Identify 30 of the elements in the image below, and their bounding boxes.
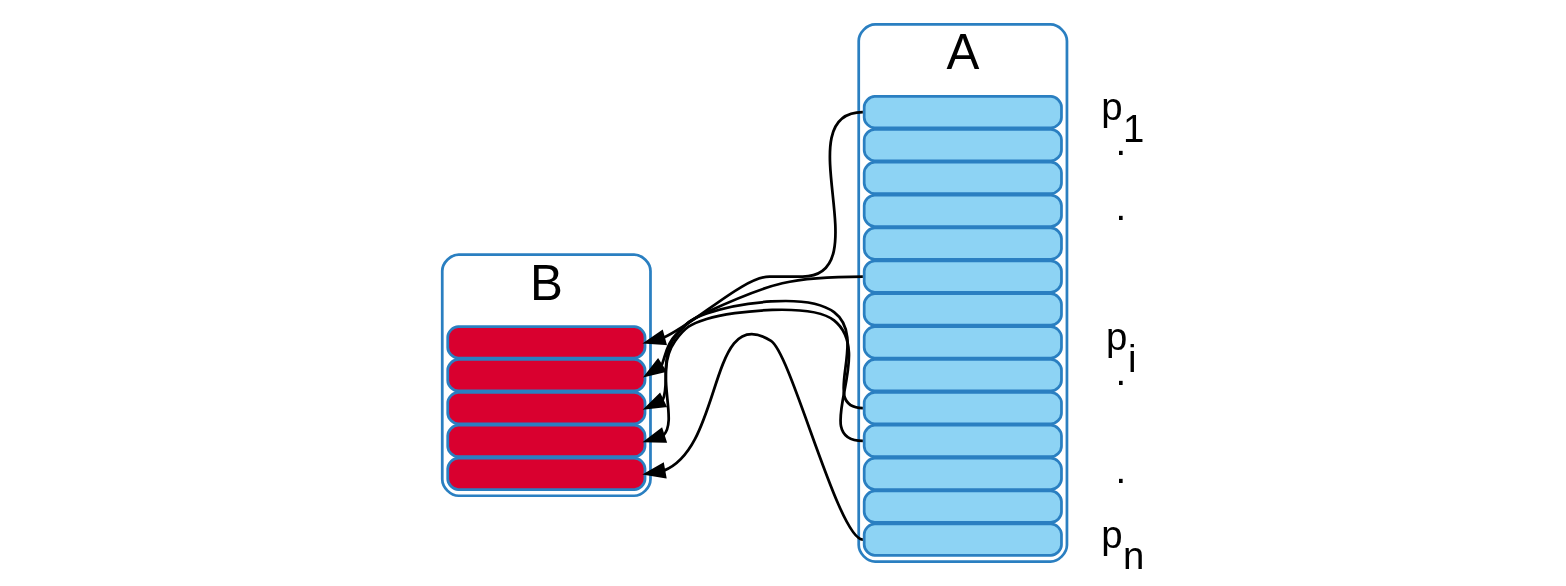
arrow xyxy=(642,308,864,443)
node-label: . xyxy=(1115,349,1127,393)
node-box xyxy=(862,226,1063,261)
node-box xyxy=(862,259,1063,294)
node-box xyxy=(446,358,647,393)
node-box xyxy=(862,127,1063,163)
node-box xyxy=(862,160,1063,196)
node-box xyxy=(862,390,1063,426)
node-box xyxy=(862,423,1063,459)
node-box xyxy=(446,325,647,360)
arrow xyxy=(642,333,864,541)
node-label: . xyxy=(1115,185,1127,229)
arrow xyxy=(642,275,863,378)
node-box xyxy=(862,489,1063,524)
cluster: B xyxy=(440,253,652,498)
node-label: . xyxy=(1115,119,1127,163)
node-box xyxy=(446,456,647,491)
arrow xyxy=(642,110,864,346)
node-box xyxy=(446,390,647,426)
node-box xyxy=(862,95,1063,130)
arrow xyxy=(642,299,864,410)
node-box xyxy=(862,456,1063,491)
node-box xyxy=(862,193,1063,228)
node-box xyxy=(862,358,1063,393)
node-box xyxy=(446,423,647,459)
node-box xyxy=(862,325,1063,360)
cluster: A xyxy=(857,23,1069,563)
node-box xyxy=(862,522,1063,557)
node-box xyxy=(862,292,1063,327)
node-label: . xyxy=(1115,448,1127,492)
